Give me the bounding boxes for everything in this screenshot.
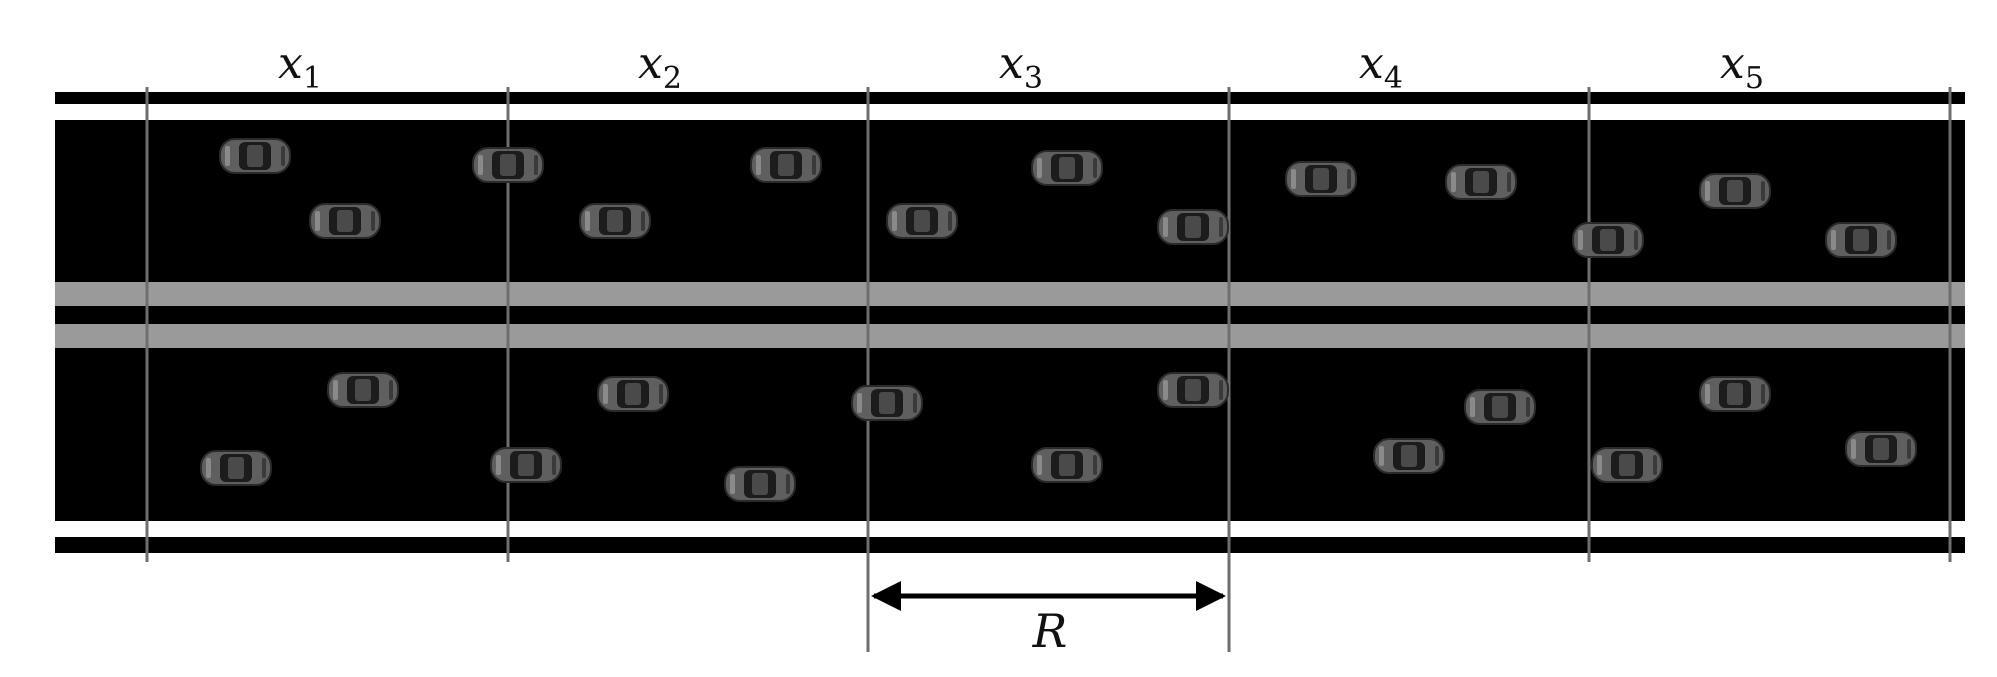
- segment-labels: x1 x2 x3 x4 x5: [278, 38, 1764, 96]
- range-indicator: R: [871, 581, 1226, 658]
- road: [55, 92, 1965, 553]
- car-icon: [1464, 389, 1536, 425]
- car-icon: [327, 372, 399, 408]
- car-icon: [1157, 372, 1229, 408]
- car-icon: [1031, 447, 1103, 483]
- car-icon: [1845, 431, 1917, 467]
- car-icon: [1157, 209, 1229, 245]
- car-icon: [1572, 222, 1644, 258]
- car-icon: [724, 466, 796, 502]
- car-icon: [1825, 222, 1897, 258]
- upper-roadway: [55, 120, 1965, 282]
- car-icon: [200, 450, 272, 486]
- car-icon: [597, 376, 669, 412]
- car-icon: [1373, 438, 1445, 474]
- segment-label-x5: x5: [1720, 38, 1764, 96]
- car-icon: [1699, 376, 1771, 412]
- road-top-edge-line: [55, 104, 1965, 120]
- road-bottom-edge-line: [55, 521, 1965, 537]
- range-label: R: [1032, 604, 1068, 658]
- car-icon: [219, 138, 291, 174]
- median-gap: [55, 306, 1965, 324]
- road-bottom-border: [55, 537, 1965, 553]
- car-icon: [1445, 164, 1517, 200]
- car-icon: [851, 385, 923, 421]
- segment-label-x1: x1: [278, 38, 322, 96]
- car-icon: [1031, 150, 1103, 186]
- car-icon: [490, 447, 562, 483]
- car-icon: [750, 147, 822, 183]
- road-top-border: [55, 92, 1965, 104]
- car-icon: [1285, 161, 1357, 197]
- segment-label-x4: x4: [1359, 38, 1403, 96]
- car-icon: [1699, 173, 1771, 209]
- car-icon: [579, 203, 651, 239]
- car-icon: [886, 203, 958, 239]
- median-upper-strip: [55, 282, 1965, 306]
- segment-label-x2: x2: [638, 38, 682, 96]
- median-lower-strip: [55, 324, 1965, 348]
- car-icon: [472, 147, 544, 183]
- segment-label-x3: x3: [999, 38, 1043, 96]
- car-icon: [309, 203, 381, 239]
- car-icon: [1591, 447, 1663, 483]
